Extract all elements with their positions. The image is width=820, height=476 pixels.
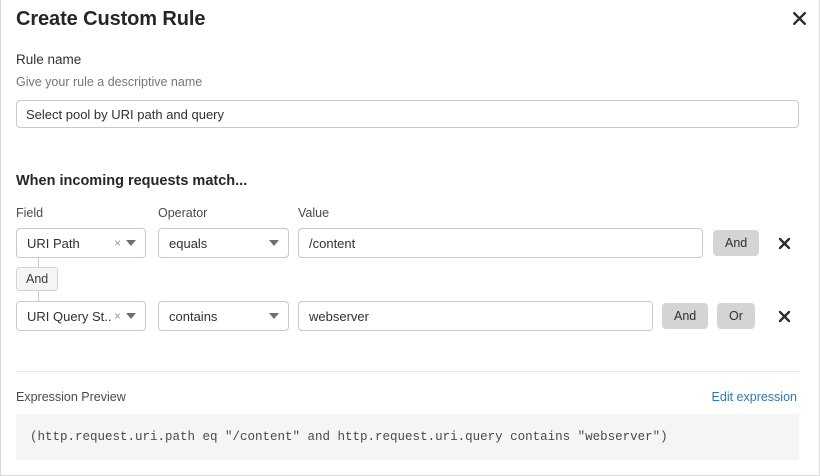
close-icon[interactable] <box>788 7 810 29</box>
dialog-title: Create Custom Rule <box>16 8 206 30</box>
chevron-down-icon <box>269 240 279 246</box>
operator-select-value-0: equals <box>169 235 208 251</box>
connector-line-top <box>38 258 39 267</box>
section-divider <box>16 371 799 372</box>
rule-name-input[interactable] <box>16 100 799 128</box>
chevron-down-icon <box>126 240 136 246</box>
condition-row: URI Path × equals And <box>1 228 819 258</box>
column-header-value: Value <box>298 206 330 220</box>
expression-preview-code: (http.request.uri.path eq "/content" and… <box>16 414 799 460</box>
clear-icon[interactable]: × <box>113 236 121 250</box>
operator-select-1[interactable]: contains <box>158 301 289 331</box>
edit-expression-link[interactable]: Edit expression <box>711 390 797 404</box>
value-input-0[interactable] <box>298 228 703 258</box>
field-select-value-1: URI Query St... <box>27 308 112 324</box>
operator-select-value-1: contains <box>169 308 218 324</box>
field-select-value-0: URI Path <box>27 235 80 251</box>
connector-line-bottom <box>38 291 39 301</box>
and-button-0[interactable]: And <box>713 230 760 256</box>
or-button-1[interactable]: Or <box>717 303 755 329</box>
column-header-field: Field <box>16 206 44 220</box>
match-section-title: When incoming requests match... <box>16 173 248 189</box>
rule-name-help-text: Give your rule a descriptive name <box>16 75 203 89</box>
value-input-1[interactable] <box>298 301 653 331</box>
expression-preview-label: Expression Preview <box>16 390 126 404</box>
operator-select-0[interactable]: equals <box>158 228 289 258</box>
rule-name-label: Rule name <box>16 52 82 67</box>
delete-row-button-0[interactable] <box>773 232 795 254</box>
field-select-1[interactable]: URI Query St... × <box>16 301 146 331</box>
chevron-down-icon <box>269 313 279 319</box>
chevron-down-icon <box>126 313 136 319</box>
field-select-0[interactable]: URI Path × <box>16 228 146 258</box>
group-connector-and[interactable]: And <box>16 267 59 291</box>
column-header-operator: Operator <box>158 206 208 220</box>
and-button-1[interactable]: And <box>662 303 709 329</box>
condition-row: URI Query St... × contains And Or <box>1 301 819 331</box>
delete-row-button-1[interactable] <box>773 305 795 327</box>
clear-icon[interactable]: × <box>113 309 121 323</box>
